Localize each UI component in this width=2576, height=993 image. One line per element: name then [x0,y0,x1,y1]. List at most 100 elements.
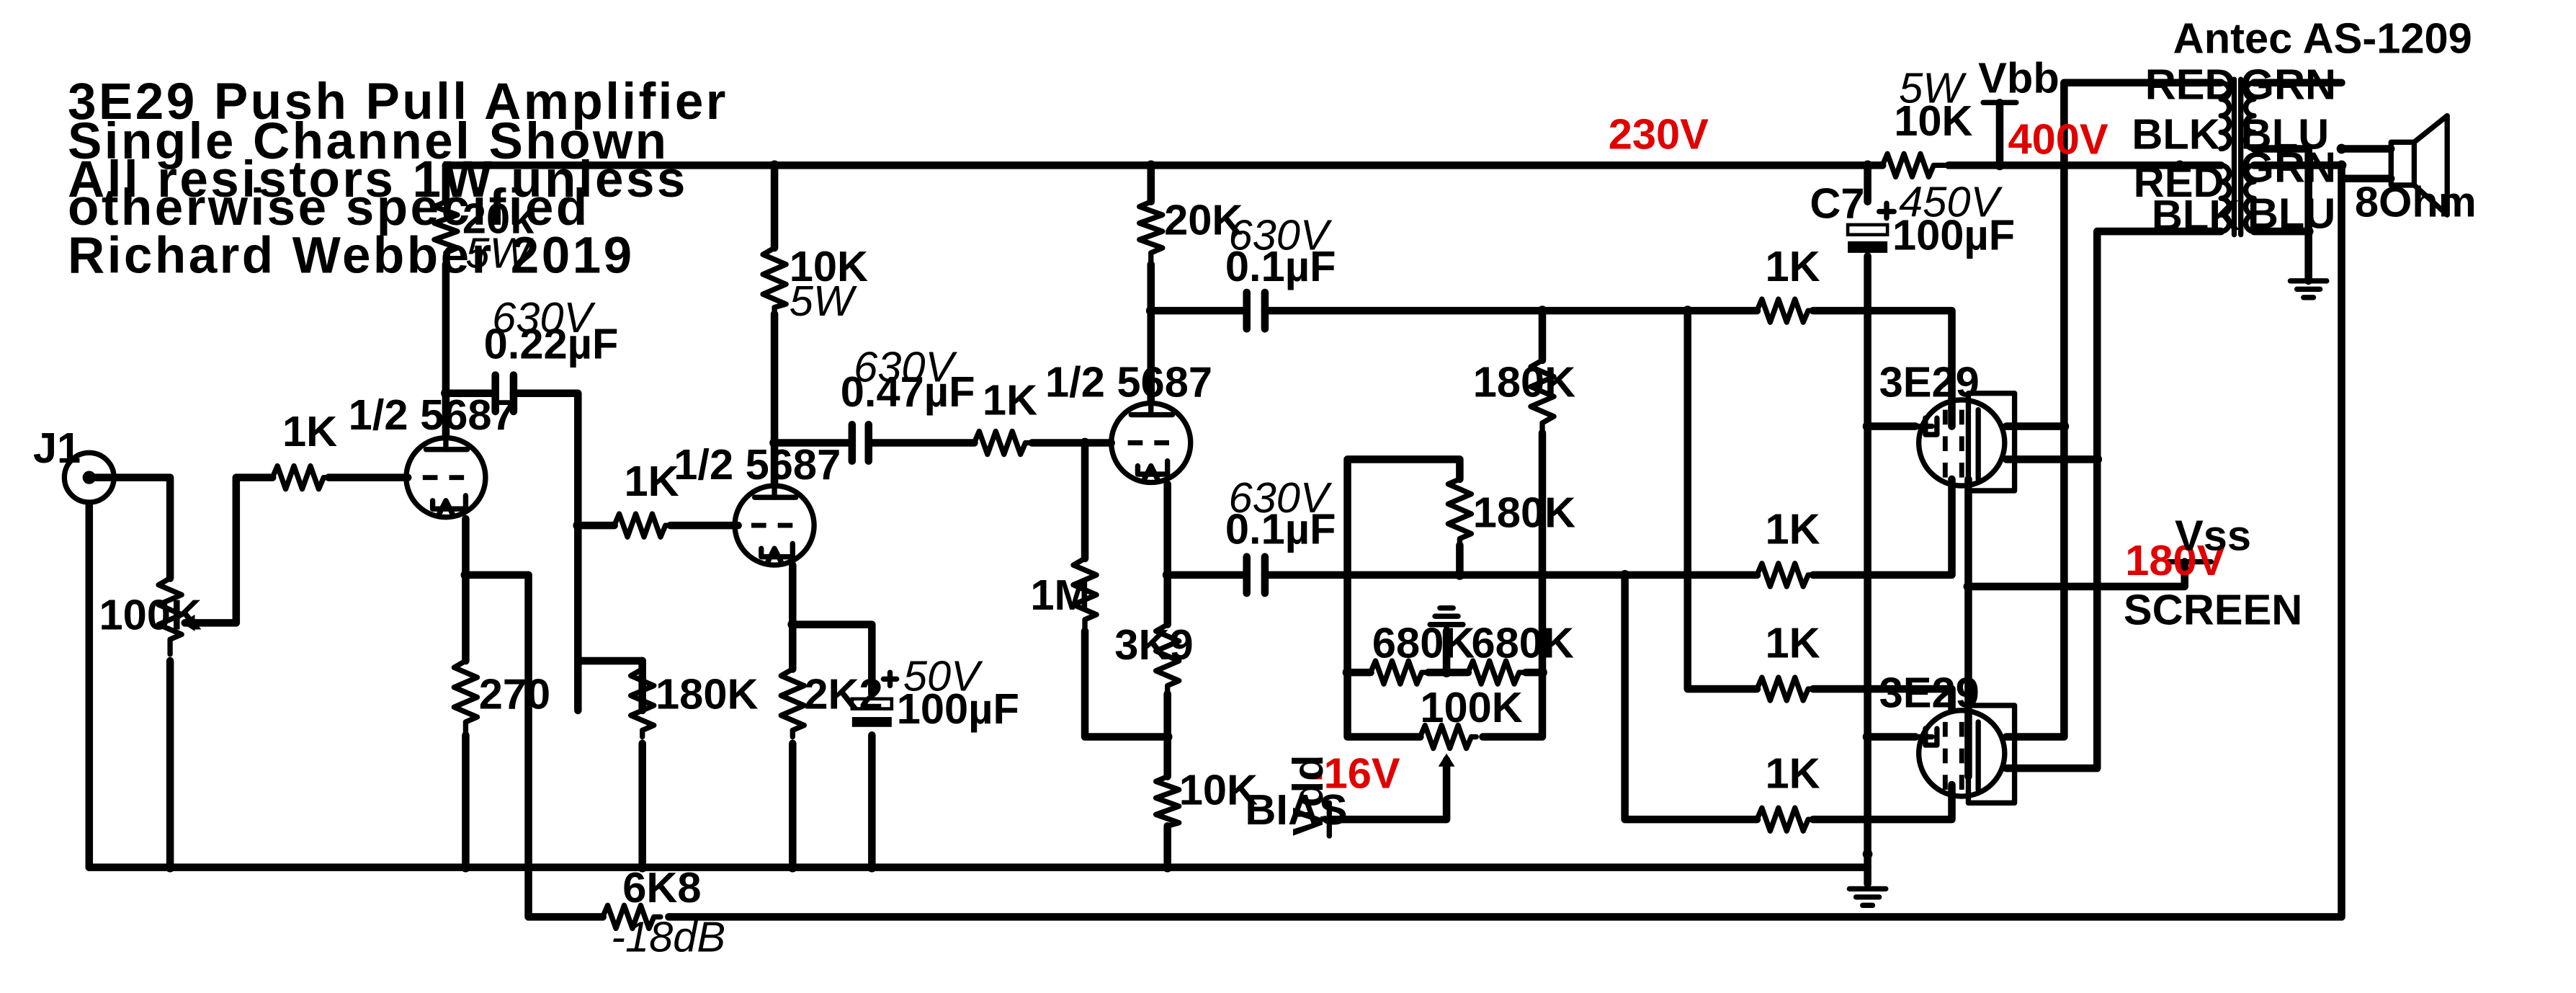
cap-01-lower-voltage: 630V [1228,473,1332,522]
capacitor-01uf-lower [1243,553,1269,597]
volume-pot-label: 100K [99,591,202,639]
grid-leak-label: 180K [656,670,758,718]
capacitors [491,200,1897,727]
primary-red-2-label: RED [2134,158,2224,206]
potentiometer-wipers [182,614,1455,780]
tube-stage2-5687 [732,483,817,568]
stage1-tube-label: 1/2 5687 [349,391,516,439]
notes-block: 3E29 Push Pull Amplifier Single Channel … [68,74,728,284]
wires [85,79,2395,921]
resistor-splitter-grid-1m [1070,556,1099,636]
output-grid-r2-label: 1K [1765,504,1820,553]
input-resistor-label: 1K [282,407,337,455]
resistors [156,151,1951,932]
splitter-grid-r-label: 1K [983,376,1037,424]
resistor-output-grid-4 [1754,805,1816,834]
resistor-splitter-plate-20k [1137,199,1166,267]
primary-blk-1-label: BLK [2132,110,2219,158]
resistor-note-2: otherwise specified [68,179,590,236]
transformer-model-label: Antec AS-1209 [2173,14,2472,63]
capacitor-01uf-upper [1243,288,1269,333]
tube-phase-splitter-5687 [1109,400,1194,486]
splitter-cathode-r-label: 3K9 [1114,620,1193,669]
stage2-plate-r-label: 10K [790,242,868,290]
stage1-plate-r-rating: 5W [465,229,533,277]
stage2-grid-r-label: 1K [624,457,679,505]
vdd-label: Vdd [1284,755,1332,837]
resistor-splitter-grid-1k [971,428,1034,458]
splitter-tail-r-label: 10K [1179,766,1258,814]
resistor-stage2-plate-10k [760,245,789,317]
cap-01-lower-value: 0.1µF [1225,504,1336,553]
resistor-splitter-tail-10k [1153,773,1182,829]
bypass-cap-voltage: 50V [903,651,983,700]
splitter-tube-label: 1/2 5687 [1045,357,1212,406]
rail-voltage-label: 230V [1609,110,1709,158]
bias-pot-label: 100K [1420,683,1522,731]
secondary-blu-1-label: BLU [2241,110,2329,158]
supply-r-rating: 5W [1899,63,1967,112]
resistor-bias-upper-180k [1528,357,1557,432]
feedback-r-label: 6K8 [622,863,701,912]
secondary-blu-2-label: BLU [2248,190,2335,238]
title-note: 3E29 Push Pull Amplifier [68,74,728,130]
resistor-output-grid-2 [1754,561,1816,589]
supply-r-label: 10K [1894,97,1972,145]
bias-label: BIAS [1245,785,1347,834]
resistor-grid-leak-180k [627,666,657,740]
bias-divider-left-label: 680K [1372,619,1475,667]
bias-voltage-label: -16V [1310,749,1400,798]
tubes [403,391,2018,806]
tube-stage1-5687 [403,435,488,520]
resistor-splitter-cathode-3k9 [1153,621,1182,695]
resistor-bias-680k-right [1465,658,1529,687]
resistor-bias-680k-left [1367,658,1431,687]
resistor-input-1k [269,463,328,492]
stage2-plate-r-rating: 5W [790,277,857,325]
ground-symbols [1326,99,2330,909]
bias-upper-leak-label: 180K [1473,357,1575,406]
primary-blk-2-label: BLK [2152,191,2240,239]
speaker-impedance-label: 8Ohm [2355,177,2477,226]
junction-dots [165,143,2347,873]
stage2-tube-label: 1/2 5687 [674,440,841,489]
resistor-output-grid-3 [1754,674,1816,703]
input-jack-icon [61,450,117,505]
output-transformer [2175,76,2257,238]
ground-icon-transformer [2287,278,2330,300]
potentiometer-volume-100k [156,575,184,657]
ground-icon-bias [1427,605,1466,634]
cap-01-upper-value: 0.1µF [1225,242,1336,290]
upper-output-tube-label: 3E29 [1879,357,1980,406]
cap-022-voltage: 630V [492,293,596,342]
resistor-stage2-cathode-2k2 [778,666,808,740]
resistor-stage1-cathode-270 [451,658,480,738]
channel-note: Single Channel Shown [68,113,669,170]
cap-01-upper-voltage: 630V [1228,210,1332,259]
vss-label: Vss [2175,512,2251,560]
resistor-stage1-plate-20k [431,199,460,267]
speaker-icon [2388,112,2450,218]
screen-voltage-label: 180V [2125,536,2225,584]
author-note: Richard Webber 2019 [68,227,635,284]
c7-label: C7 [1810,179,1864,228]
output-grid-r3-label: 1K [1765,619,1820,667]
vbb-label: Vbb [1978,54,2060,102]
stage1-plate-r-label: 20k [462,194,535,242]
screen-label: SCREEN [2124,586,2302,634]
resistor-note-1: All resistors 1W unless [68,151,688,208]
capacitor-022uf [491,371,518,416]
bias-lower-leak-label: 180K [1473,488,1575,536]
resistor-feedback-6k8 [600,902,663,932]
c7-value: 100µF [1892,210,2015,259]
capacitor-cathode-bypass-100uf [850,669,900,727]
capacitor-c7-100uf [1846,200,1897,253]
bypass-cap-value: 100µF [897,685,1019,733]
potentiometer-bias-100k [1417,722,1479,752]
secondary-grn-1-label: GRN [2241,61,2336,109]
jack-label: J1 [33,424,81,472]
cap-047-voltage: 630V [854,343,957,391]
lower-output-tube-label: 3E29 [1879,668,1980,716]
resistor-output-grid-1 [1754,296,1816,325]
